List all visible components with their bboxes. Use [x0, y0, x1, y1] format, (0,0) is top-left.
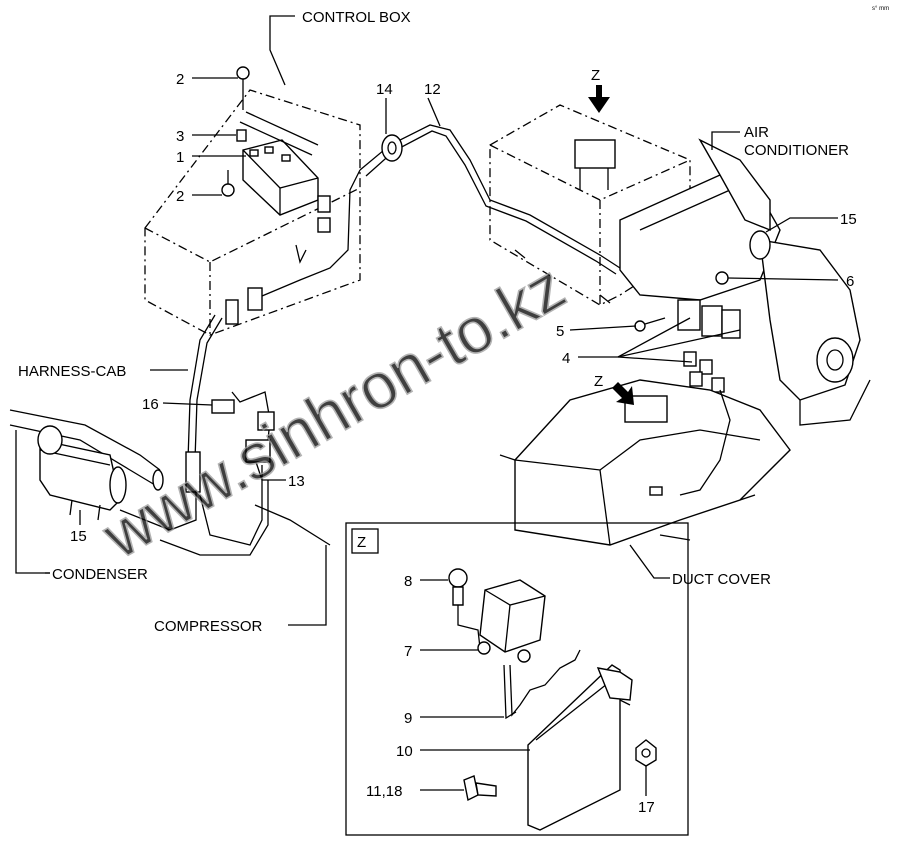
callout-16: 16	[142, 396, 159, 413]
label-air-conditioner-line2: CONDITIONER	[744, 142, 849, 159]
nut-6	[715, 271, 729, 285]
nut-3	[236, 129, 247, 142]
callout-7: 7	[404, 643, 412, 660]
callout-12: 12	[424, 81, 441, 98]
connector-13	[245, 439, 271, 463]
duct-cover	[499, 379, 791, 546]
harness-cab	[119, 314, 331, 556]
condenser	[9, 409, 164, 521]
callout-17: 17	[638, 799, 655, 816]
air-conditioner-housing	[489, 104, 691, 306]
detail-z-box: Z	[345, 522, 689, 836]
callout-9: 9	[404, 710, 412, 727]
harness-12	[359, 124, 621, 275]
detail-relay	[477, 579, 546, 663]
corner-mark: s° mm	[872, 6, 889, 12]
label-compressor: COMPRESSOR	[154, 618, 263, 635]
arrow-z-top: Z	[588, 67, 610, 113]
callout-2-top: 2	[176, 71, 184, 88]
z-arrow-label-top: Z	[591, 67, 600, 84]
connector-16	[211, 399, 235, 414]
label-condenser: CONDENSER	[52, 566, 148, 583]
relay-z-top	[574, 139, 616, 169]
screw-5	[634, 317, 666, 332]
label-harness-cab: HARNESS-CAB	[18, 363, 126, 380]
controller-unit	[239, 111, 319, 216]
callout-1: 1	[176, 149, 184, 166]
detail-bolt-8	[448, 568, 481, 649]
callout-14: 14	[376, 81, 393, 98]
bolt-2-top	[236, 66, 250, 110]
callout-10: 10	[396, 743, 413, 760]
detail-bracket-10	[527, 664, 633, 831]
label-air-conditioner-line1: AIR	[744, 124, 769, 141]
relays-4	[677, 299, 741, 393]
clamp-15-ac	[749, 230, 771, 260]
detail-harness-9	[503, 649, 581, 720]
detail-tab-7	[477, 641, 491, 655]
label-duct-cover: DUCT COVER	[672, 571, 771, 588]
callout-15-left: 15	[70, 528, 87, 545]
detail-nut-17	[635, 739, 657, 767]
grommet-14	[381, 134, 403, 162]
label-control-box: CONTROL BOX	[302, 9, 411, 26]
callout-3: 3	[176, 128, 184, 145]
detail-bolt-11-18	[463, 775, 497, 802]
callout-13: 13	[288, 473, 305, 490]
control-box-connectors	[225, 169, 361, 325]
callout-11-18: 11,18	[366, 783, 402, 800]
leader-lines	[15, 15, 839, 796]
bolt-2-side	[221, 170, 235, 197]
z-arrow-label-lower: Z	[594, 373, 603, 390]
callout-8: 8	[404, 573, 412, 590]
callout-5: 5	[556, 323, 564, 340]
callout-6: 6	[846, 273, 854, 290]
detail-z-label: Z	[357, 534, 366, 551]
callout-15-right: 15	[840, 211, 857, 228]
watermark: www.sinhron-to.kz	[90, 250, 577, 572]
callout-4: 4	[562, 350, 570, 367]
callout-2-side: 2	[176, 188, 184, 205]
arrow-z-lower: Z	[594, 373, 634, 405]
